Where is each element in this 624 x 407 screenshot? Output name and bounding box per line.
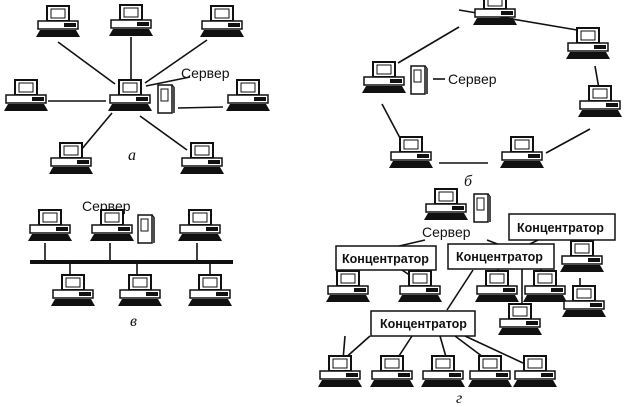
workstation-icon	[27, 209, 73, 242]
hub-box	[508, 213, 616, 241]
server-workstation-icon	[423, 188, 469, 221]
workstation-icon	[561, 285, 607, 318]
workstation-icon	[179, 142, 225, 175]
workstation-icon	[199, 5, 245, 38]
link	[464, 335, 524, 364]
server-label: Сервер	[82, 198, 131, 214]
server-icon	[137, 214, 155, 244]
link	[446, 269, 474, 311]
workstation-icon	[474, 270, 520, 303]
hub-label: Концентратор	[380, 317, 467, 331]
workstation-icon	[187, 274, 233, 307]
panel-tree: Концентратор Концентратор Концентратор К…	[317, 188, 616, 407]
server-label: Сервер	[422, 224, 471, 240]
panel-caption: б	[464, 173, 473, 190]
workstation-icon	[397, 270, 443, 303]
hub-box	[447, 243, 555, 270]
panel-bus: Сервер в	[27, 198, 233, 330]
link	[145, 76, 191, 87]
panel-caption: в	[130, 313, 137, 330]
link	[139, 115, 188, 151]
server-icon	[157, 84, 175, 114]
link	[177, 106, 224, 109]
workstation-icon	[369, 355, 415, 388]
link	[57, 41, 116, 85]
workstation-icon	[522, 270, 568, 303]
panel-caption: г	[456, 390, 462, 407]
server-workstation-icon	[361, 61, 407, 94]
workstation-icon	[317, 355, 363, 388]
workstation-icon	[499, 136, 545, 169]
workstation-icon	[225, 79, 271, 112]
hub-label: Концентратор	[342, 252, 429, 266]
workstation-icon	[497, 303, 543, 336]
link	[545, 128, 591, 154]
link	[144, 39, 208, 84]
server-icon	[473, 193, 491, 223]
workstation-icon	[467, 355, 513, 388]
hub-label: Концентратор	[517, 221, 604, 235]
workstation-icon	[472, 0, 518, 26]
link	[80, 112, 113, 151]
workstation-icon	[388, 136, 434, 169]
workstation-icon	[117, 274, 163, 307]
server-label: Сервер	[181, 65, 230, 81]
server-label: Сервер	[448, 71, 497, 87]
workstation-icon	[559, 240, 605, 273]
server-workstation-icon	[107, 79, 153, 112]
panel-star: Сервер а	[3, 4, 271, 175]
workstation-icon	[565, 27, 611, 60]
workstation-icon	[50, 274, 96, 307]
link	[439, 335, 447, 358]
workstation-icon	[325, 270, 371, 303]
hub-label: Концентратор	[456, 250, 543, 264]
workstation-icon	[577, 85, 623, 118]
workstation-icon	[108, 4, 154, 37]
link	[381, 103, 401, 139]
workstation-icon	[35, 5, 81, 38]
workstation-icon	[177, 209, 223, 242]
workstation-icon	[3, 79, 49, 112]
workstation-icon	[420, 355, 466, 388]
hub-box	[335, 245, 437, 271]
server-icon	[410, 65, 428, 95]
server-workstation-icon	[89, 209, 135, 242]
hub-box	[370, 310, 476, 337]
workstation-icon	[48, 142, 94, 175]
link	[397, 26, 460, 64]
panel-caption: а	[128, 147, 136, 164]
panel-ring: Сервер б	[361, 0, 623, 190]
